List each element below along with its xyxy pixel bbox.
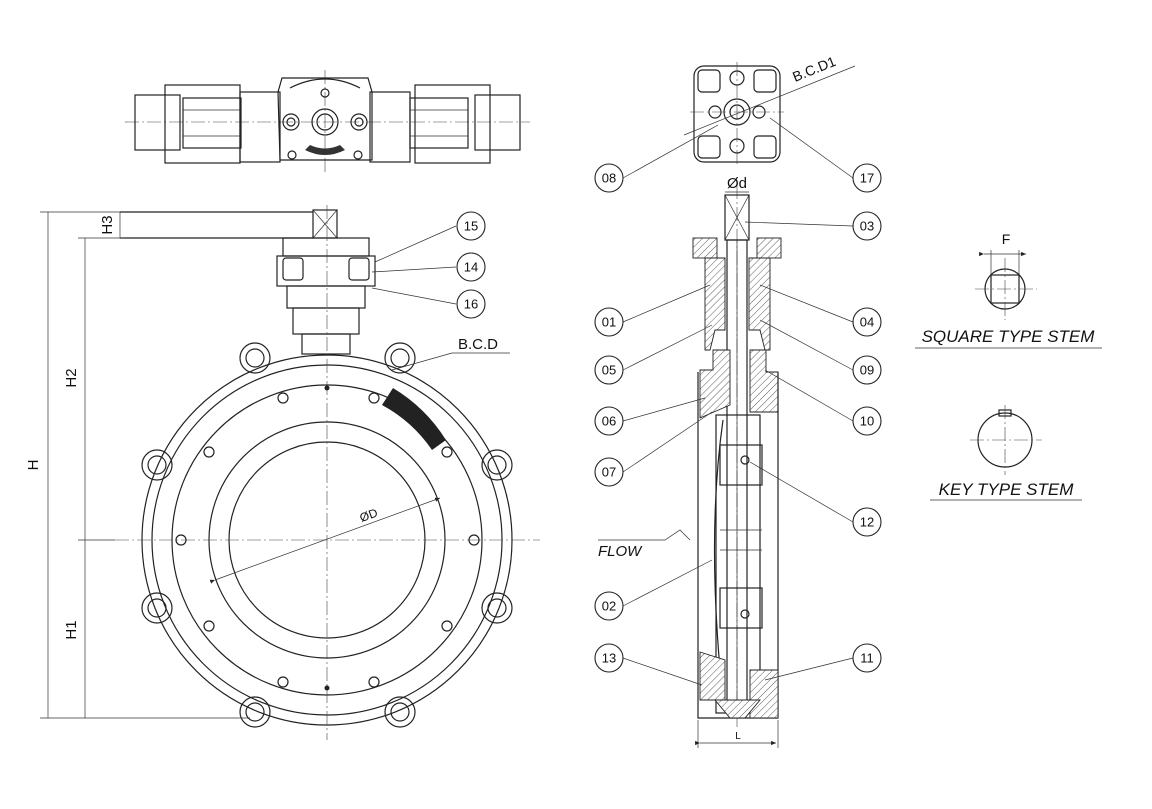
side-section-view	[598, 185, 782, 748]
svg-text:05: 05	[602, 363, 616, 378]
dim-Od: Ød	[727, 175, 747, 192]
svg-text:07: 07	[602, 465, 616, 480]
svg-text:11: 11	[860, 651, 874, 666]
dim-H1: H1	[63, 620, 80, 639]
balloon-07: 07	[594, 457, 624, 487]
dim-H2: H2	[63, 368, 80, 387]
key-stem-label: KEY TYPE STEM	[939, 480, 1075, 499]
dim-L: L	[735, 731, 741, 742]
balloon-11: 11	[852, 643, 882, 673]
svg-text:01: 01	[602, 315, 616, 330]
svg-text:03: 03	[860, 219, 874, 234]
dim-BCD: B.C.D	[458, 336, 498, 353]
balloon-03: 03	[852, 211, 882, 241]
balloon-15: 15	[456, 211, 486, 241]
flow-label: FLOW	[598, 543, 643, 560]
balloon-10: 10	[852, 406, 882, 436]
square-stem-label: SQUARE TYPE STEM	[922, 327, 1096, 346]
svg-text:17: 17	[860, 171, 874, 186]
balloon-08: 08	[594, 163, 624, 193]
dim-F: F	[1002, 231, 1011, 247]
balloon-09: 09	[852, 355, 882, 385]
stem-types	[915, 250, 1102, 501]
front-view	[115, 205, 540, 740]
flange-top-view	[683, 62, 856, 165]
svg-text:14: 14	[464, 260, 478, 275]
svg-text:12: 12	[860, 515, 874, 530]
svg-text:06: 06	[602, 414, 616, 429]
top-view	[125, 70, 530, 175]
svg-text:02: 02	[602, 599, 616, 614]
svg-text:15: 15	[464, 219, 478, 234]
dim-BCD1: B.C.D1	[790, 53, 838, 85]
svg-text:08: 08	[602, 171, 616, 186]
balloon-04: 04	[852, 307, 882, 337]
dimension-lines	[40, 211, 250, 719]
balloon-01: 01	[594, 307, 624, 337]
dim-OD: ØD	[358, 505, 380, 524]
svg-text:16: 16	[464, 297, 478, 312]
balloon-13: 13	[594, 643, 624, 673]
balloon-17: 17	[852, 163, 882, 193]
svg-text:04: 04	[860, 315, 874, 330]
balloon-16: 16	[456, 289, 486, 319]
svg-text:09: 09	[860, 363, 874, 378]
svg-text:13: 13	[602, 651, 616, 666]
balloon-14: 14	[456, 252, 486, 282]
balloon-02: 02	[594, 591, 624, 621]
balloon-06: 06	[594, 406, 624, 436]
balloon-12: 12	[852, 507, 882, 537]
svg-text:10: 10	[860, 414, 874, 429]
balloon-05: 05	[594, 355, 624, 385]
dim-H: H	[25, 460, 42, 471]
leader-lines	[371, 117, 854, 686]
dim-H3: H3	[99, 215, 116, 234]
